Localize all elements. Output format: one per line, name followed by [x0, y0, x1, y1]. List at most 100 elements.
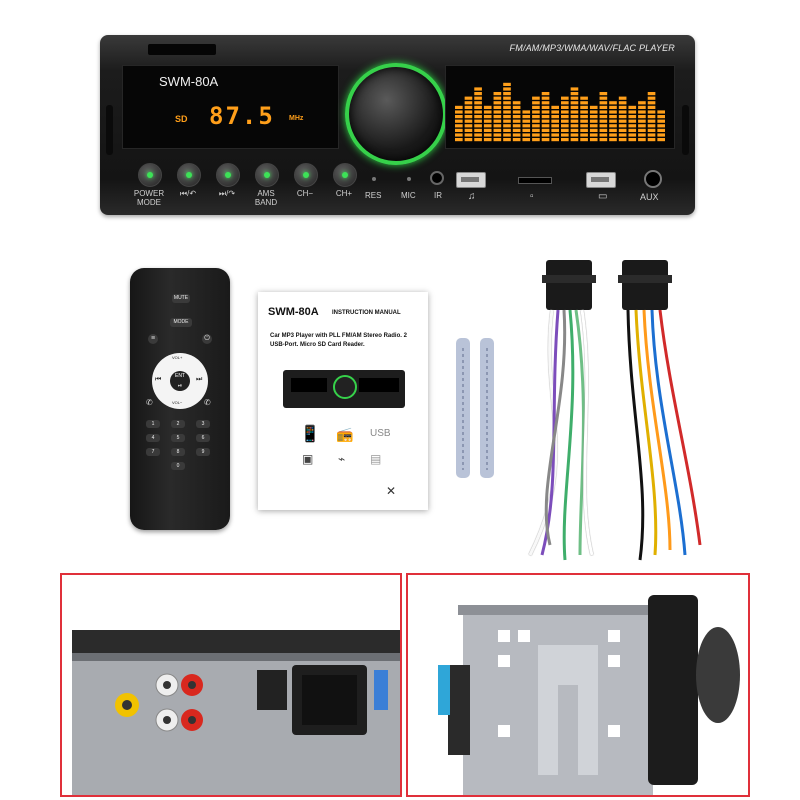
eq-segment — [464, 133, 473, 137]
eq-segment — [647, 110, 656, 114]
eq-segment — [483, 115, 492, 119]
keypad-key-7[interactable]: 7 — [146, 448, 160, 456]
disc-slot — [148, 44, 216, 55]
mode-button[interactable]: MODE — [170, 318, 192, 327]
next-track-button[interactable] — [216, 163, 240, 187]
eq-segment — [493, 133, 502, 137]
micro-sd-slot[interactable] — [518, 177, 552, 184]
eq-segment — [570, 124, 579, 128]
eq-segment — [570, 105, 579, 109]
aux-jack[interactable] — [644, 170, 662, 188]
ir-sensor — [430, 171, 444, 185]
channel-up-button[interactable] — [333, 163, 357, 187]
keypad-key-5[interactable]: 5 — [171, 434, 185, 442]
eq-segment — [532, 96, 540, 100]
eq-segment — [618, 96, 627, 100]
eq-segment — [541, 96, 550, 100]
mic-hole — [407, 177, 411, 181]
eq-segment — [541, 110, 550, 114]
volume-knob[interactable] — [345, 63, 447, 165]
keypad-key-3[interactable]: 3 — [196, 420, 210, 428]
display-source: SD — [175, 114, 188, 124]
eq-segment — [464, 138, 473, 142]
eq-segment — [493, 110, 502, 114]
eq-segment — [512, 128, 521, 132]
eq-segment — [657, 119, 665, 123]
eq-segment — [657, 133, 665, 137]
power-icon[interactable]: ⏻ — [202, 334, 212, 344]
eq-segment — [638, 105, 646, 109]
usb-port-2[interactable] — [586, 172, 616, 188]
eq-segment — [580, 128, 588, 132]
eq-segment — [618, 133, 627, 137]
eq-segment — [618, 138, 627, 142]
hang-up-icon[interactable]: ✆ — [204, 398, 211, 407]
eq-segment — [522, 119, 531, 123]
eq-segment — [493, 124, 502, 128]
radio-icon: 📻 — [336, 426, 354, 442]
eq-segment — [512, 138, 521, 142]
eq-segment — [503, 115, 511, 119]
eq-segment — [628, 110, 637, 114]
keypad-key-6[interactable]: 6 — [196, 434, 210, 442]
eq-segment — [628, 138, 637, 142]
eq-segment — [493, 96, 502, 100]
eq-segment — [532, 119, 540, 123]
eq-segment — [532, 133, 540, 137]
eq-segment — [512, 124, 521, 128]
eq-segment — [503, 96, 511, 100]
sd-icon: ▣ — [302, 452, 314, 466]
eq-segment — [503, 133, 511, 137]
prev-track-button[interactable] — [177, 163, 201, 187]
wires-left — [528, 309, 594, 561]
connector-right — [618, 260, 672, 310]
eq-segment — [570, 128, 579, 132]
eq-segment — [599, 101, 608, 105]
eq-segment — [609, 105, 617, 109]
eq-segment — [522, 133, 531, 137]
menu-icon[interactable]: ≡ — [148, 334, 158, 344]
eq-segment — [512, 133, 521, 137]
eq-segment — [483, 128, 492, 132]
eq-segment — [512, 101, 521, 105]
eq-segment — [638, 128, 646, 132]
instruction-manual: SWM-80A INSTRUCTION MANUAL Car MP3 Playe… — [258, 292, 428, 510]
usb-port-1[interactable] — [456, 172, 486, 188]
eq-segment — [532, 105, 540, 109]
eq-segment — [580, 119, 588, 123]
keypad-key-2[interactable]: 2 — [171, 420, 185, 428]
mute-button[interactable]: MUTE — [172, 294, 190, 303]
eq-segment — [589, 124, 598, 128]
keypad-key-8[interactable]: 8 — [171, 448, 185, 456]
enter-button[interactable]: ENT⏯ — [170, 371, 190, 391]
eq-segment — [474, 96, 482, 100]
prev-track-icon: ⏮/↶ — [179, 189, 197, 198]
prev-icon[interactable]: ⏮ — [155, 376, 162, 383]
eq-segment — [570, 138, 579, 142]
keypad-key-1[interactable]: 1 — [146, 420, 160, 428]
eq-segment — [589, 133, 598, 137]
channel-down-button[interactable] — [294, 163, 318, 187]
vol-down-label: VOL− — [172, 400, 183, 405]
reset-button[interactable] — [372, 177, 376, 181]
keypad-key-0[interactable]: 0 — [171, 462, 185, 470]
next-icon[interactable]: ⏭ — [196, 376, 203, 383]
keypad-key-4[interactable]: 4 — [146, 434, 160, 442]
eq-segment — [628, 124, 637, 128]
eq-segment — [455, 110, 463, 114]
eq-segment — [609, 101, 617, 105]
eq-segment — [638, 124, 646, 128]
eq-segment — [541, 128, 550, 132]
keypad-key-9[interactable]: 9 — [196, 448, 210, 456]
answer-call-icon[interactable]: ✆ — [146, 398, 153, 407]
eq-segment — [474, 105, 482, 109]
eq-segment — [647, 128, 656, 132]
eq-segment — [541, 92, 550, 96]
power-mode-button[interactable] — [138, 163, 162, 187]
eq-segment — [589, 119, 598, 123]
eq-segment — [541, 105, 550, 109]
ams-band-button[interactable] — [255, 163, 279, 187]
ams-band-icon: AMS BAND — [254, 189, 278, 207]
eq-segment — [589, 105, 598, 109]
mounting-keys — [456, 338, 494, 478]
